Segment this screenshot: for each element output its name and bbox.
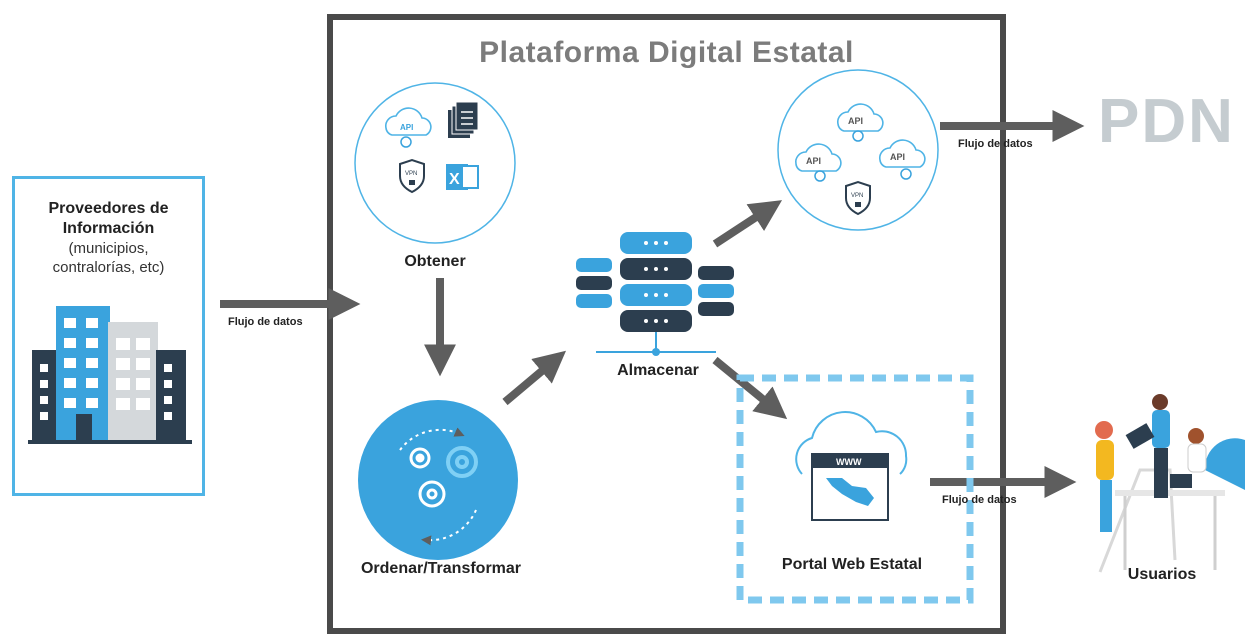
provider-title-line2: Información <box>62 220 155 237</box>
arrow-almacenar-to-api <box>712 200 783 248</box>
api-label: API <box>890 152 905 162</box>
vpn-label: VPN <box>851 193 863 199</box>
label-portal-web-estatal: Portal Web Estatal <box>781 556 923 573</box>
platform-title: Plataforma Digital Estatal <box>479 36 854 69</box>
vpn-label: VPN <box>405 171 417 177</box>
pdn-logo: PDN <box>1098 86 1235 157</box>
www-label: WWW <box>836 457 862 467</box>
obtener-circle <box>354 82 516 244</box>
api-label: API <box>806 156 821 166</box>
flow-label-in: Flujo de datos <box>228 316 303 328</box>
portal-box <box>736 374 974 604</box>
flow-label-users: Flujo de datos <box>942 494 1017 506</box>
building-icon <box>28 306 192 444</box>
label-ordenar-transformar: Ordenar/Transformar <box>360 560 522 577</box>
vpn-shield-icon: VPN <box>399 158 425 194</box>
arrow-ordenar-to-almacenar <box>502 350 567 406</box>
api-cloud-icon: API <box>837 103 884 142</box>
provider-sub-line2: contralorías, etc) <box>52 259 165 276</box>
gear-icon <box>418 480 446 508</box>
gear-icon <box>446 446 478 478</box>
api-label: API <box>400 123 413 132</box>
label-obtener: Obtener <box>404 253 466 270</box>
api-label: API <box>848 116 863 126</box>
excel-icon: X <box>446 164 479 190</box>
provider-title-line1: Proveedores de <box>48 200 169 217</box>
diagram-canvas: API VPN X <box>28 69 1245 604</box>
vpn-shield-icon: VPN <box>845 180 871 216</box>
provider-title: Proveedores de Información <box>15 199 202 239</box>
label-almacenar: Almacenar <box>617 362 699 379</box>
api-cloud-icon: API <box>879 139 926 180</box>
pdn-logo-text: PDN <box>1098 87 1235 156</box>
cloud-browser-icon: WWW <box>795 411 908 521</box>
provider-sub-line1: (municipios, <box>68 240 149 257</box>
api-cloud-icon: API <box>795 143 842 182</box>
arrow-almacenar-to-portal <box>712 356 788 420</box>
database-servers-icon <box>576 232 734 356</box>
api-cloud-icon: API <box>385 107 432 148</box>
provider-subtitle: (municipios, contralorías, etc) <box>15 239 202 277</box>
ordenar-circle <box>358 400 518 560</box>
label-usuarios: Usuarios <box>1127 566 1197 583</box>
api-publish-circle <box>777 69 939 231</box>
gear-icon <box>409 447 431 469</box>
users-illustration <box>1095 394 1245 573</box>
excel-label: X <box>449 171 460 188</box>
flow-label-pdn: Flujo de datos <box>958 138 1033 150</box>
documents-icon <box>448 101 479 138</box>
